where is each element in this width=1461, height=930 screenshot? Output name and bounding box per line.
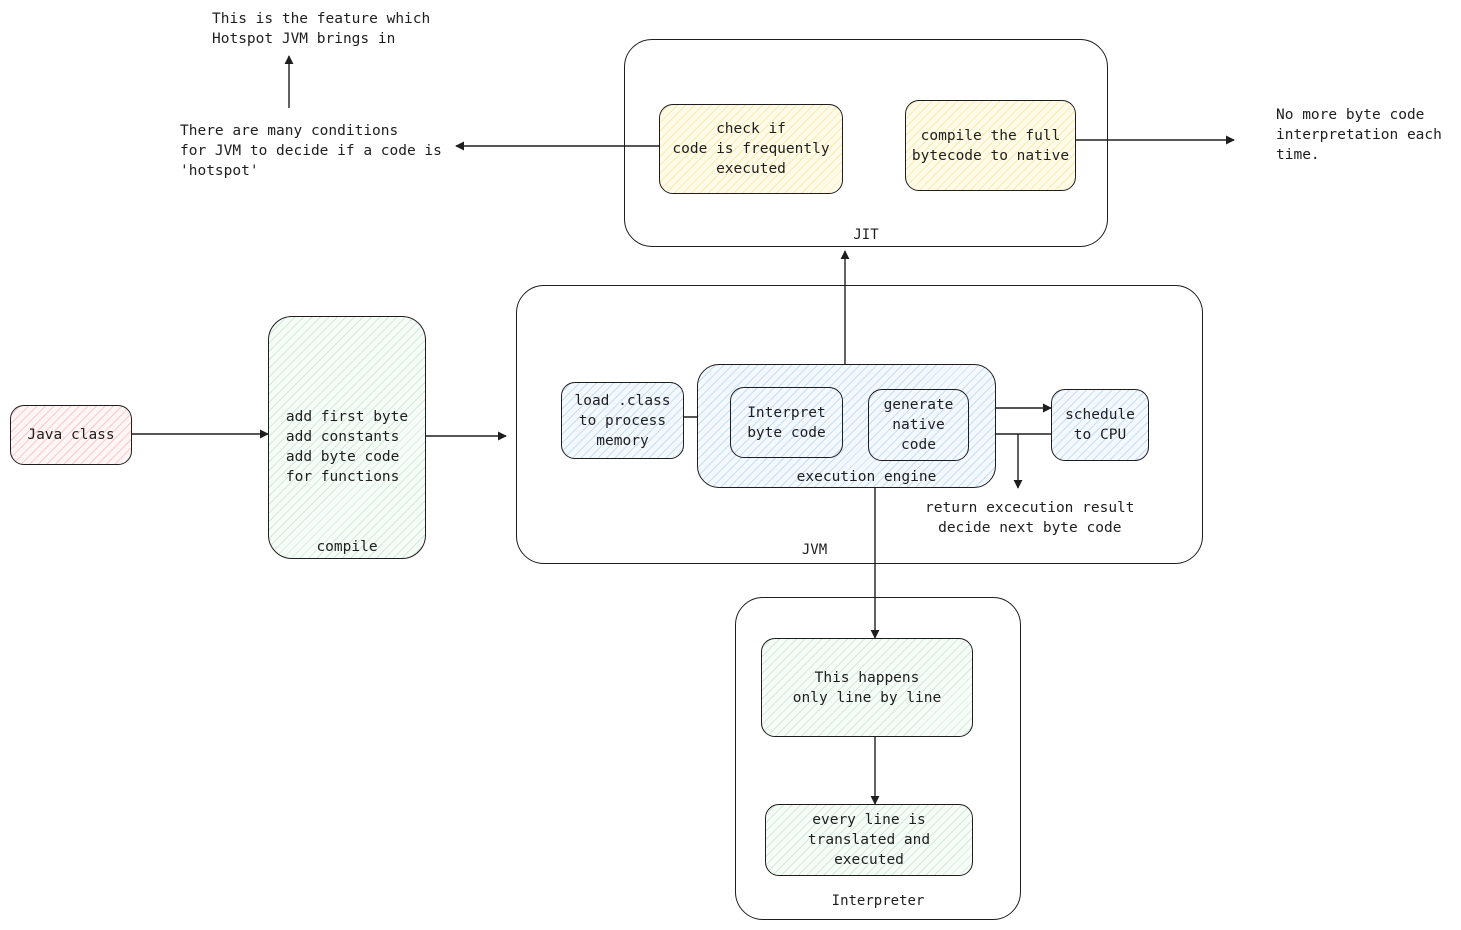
execution-engine-label: execution engine	[796, 469, 937, 485]
load-class-label: load .class to process memory	[574, 392, 671, 449]
every-line-node[interactable]: every line is translated and executed	[765, 804, 973, 876]
interpret-label: Interpret byte code	[747, 404, 826, 441]
load-class-node[interactable]: load .class to process memory	[561, 382, 684, 459]
line-by-line-label: This happens only line by line	[792, 669, 942, 706]
jvm-frame: JVM	[516, 285, 1203, 564]
schedule-cpu-label: schedule to CPU	[1065, 407, 1135, 443]
compile-label: compile	[316, 539, 378, 555]
check-frequent-node[interactable]: check if code is frequently executed	[659, 104, 843, 194]
hotspot-feature-note: This is the feature which Hotspot JVM br…	[212, 11, 431, 47]
jit-frame: JIT	[624, 39, 1108, 247]
compile-steps-text: add first byte add constants add byte co…	[285, 409, 409, 485]
compile-native-label: compile the full bytecode to native	[911, 127, 1070, 164]
compile-node[interactable]: add first byte add constants add byte co…	[268, 316, 426, 559]
jit-frame-label: JIT	[853, 227, 879, 243]
check-frequent-label: check if code is frequently executed	[672, 121, 830, 177]
return-result-note: return excecution result decide next byt…	[925, 500, 1135, 536]
hotspot-conditions-note: There are many conditions for JVM to dec…	[180, 123, 442, 179]
generate-native-node[interactable]: generate native code	[868, 389, 969, 461]
interpret-node[interactable]: Interpret byte code	[730, 387, 843, 458]
line-by-line-node[interactable]: This happens only line by line	[761, 638, 973, 737]
jvm-frame-label: JVM	[801, 542, 828, 558]
java-class-label: Java class	[27, 427, 115, 443]
generate-native-label: generate native code	[883, 397, 954, 453]
interpreter-frame-label: Interpreter	[831, 893, 925, 909]
every-line-label: every line is translated and executed	[807, 812, 931, 868]
compile-native-node[interactable]: compile the full bytecode to native	[905, 100, 1076, 191]
java-class-node[interactable]: Java class	[10, 405, 132, 465]
schedule-cpu-node[interactable]: schedule to CPU	[1051, 389, 1149, 461]
interpreter-frame: Interpreter	[735, 597, 1021, 920]
no-interpretation-note: No more byte code interpretation each ti…	[1276, 107, 1442, 163]
